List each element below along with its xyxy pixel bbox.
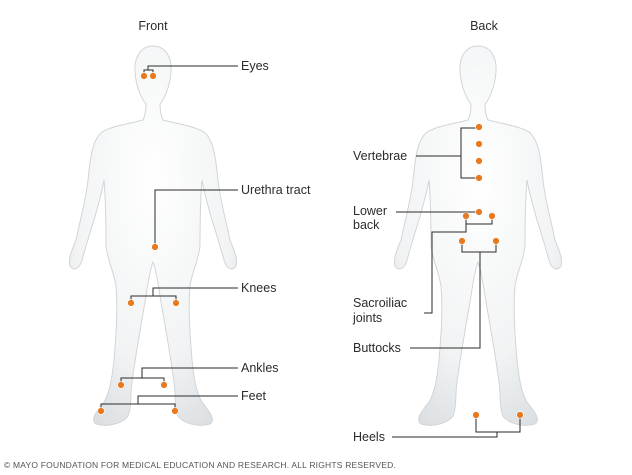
marker-ankle-left <box>117 381 125 389</box>
marker-eye-left <box>140 72 148 80</box>
heels-leader-line <box>392 432 498 438</box>
marker-buttock-right <box>492 237 500 245</box>
label-sacroiliac-line2: joints <box>352 311 382 325</box>
marker-vertebra-2 <box>475 140 483 148</box>
vertebrae-bracket-line <box>460 127 478 179</box>
front-view-heading: Front <box>138 19 168 33</box>
marker-buttock-left <box>458 237 466 245</box>
lower-back-bracket-line <box>465 216 493 225</box>
marker-foot-left <box>97 407 105 415</box>
copyright-notice: © MAYO FOUNDATION FOR MEDICAL EDUCATION … <box>4 460 396 470</box>
label-urethra-tract: Urethra tract <box>241 183 311 197</box>
eyes-leader-line-2 <box>147 65 238 70</box>
marker-knee-left <box>127 299 135 307</box>
back-figure <box>394 45 562 426</box>
label-vertebrae: Vertebrae <box>353 149 407 163</box>
marker-sacroiliac-right <box>488 212 496 220</box>
heels-bracket-line <box>475 416 521 433</box>
marker-ankle-right <box>160 381 168 389</box>
label-heels: Heels <box>353 430 385 444</box>
marker-foot-right <box>171 407 179 415</box>
buttocks-bracket-line <box>461 242 497 253</box>
marker-eye-right <box>149 72 157 80</box>
front-body-silhouette <box>69 45 237 426</box>
marker-vertebra-4 <box>475 174 483 182</box>
marker-vertebra-1 <box>475 123 483 131</box>
ankles-leader-line-2 <box>141 367 238 378</box>
label-buttocks: Buttocks <box>353 341 401 355</box>
label-eyes: Eyes <box>241 59 269 73</box>
label-lower-back-line1: Lower <box>353 204 387 218</box>
back-body-silhouette <box>394 45 562 426</box>
label-knees: Knees <box>241 281 276 295</box>
label-lower-back-line2: back <box>353 218 380 232</box>
marker-sacroiliac-left <box>462 212 470 220</box>
sacroiliac-leader-line <box>424 224 467 314</box>
buttocks-leader-line <box>410 252 481 349</box>
front-markers <box>97 72 180 415</box>
feet-leader-line-2 <box>137 395 238 404</box>
label-sacroiliac-line1: Sacroiliac <box>353 296 407 310</box>
back-view-heading: Back <box>470 19 499 33</box>
urethra-leader-line <box>154 189 238 246</box>
knees-leader-line-2 <box>152 287 238 296</box>
label-feet: Feet <box>241 389 267 403</box>
marker-heel-left <box>472 411 480 419</box>
marker-urethra <box>151 243 159 251</box>
marker-knee-right <box>172 299 180 307</box>
marker-lower-back <box>475 208 483 216</box>
back-markers <box>458 123 524 419</box>
front-figure <box>69 45 237 426</box>
marker-heel-right <box>516 411 524 419</box>
label-ankles: Ankles <box>241 361 279 375</box>
marker-vertebra-3 <box>475 157 483 165</box>
